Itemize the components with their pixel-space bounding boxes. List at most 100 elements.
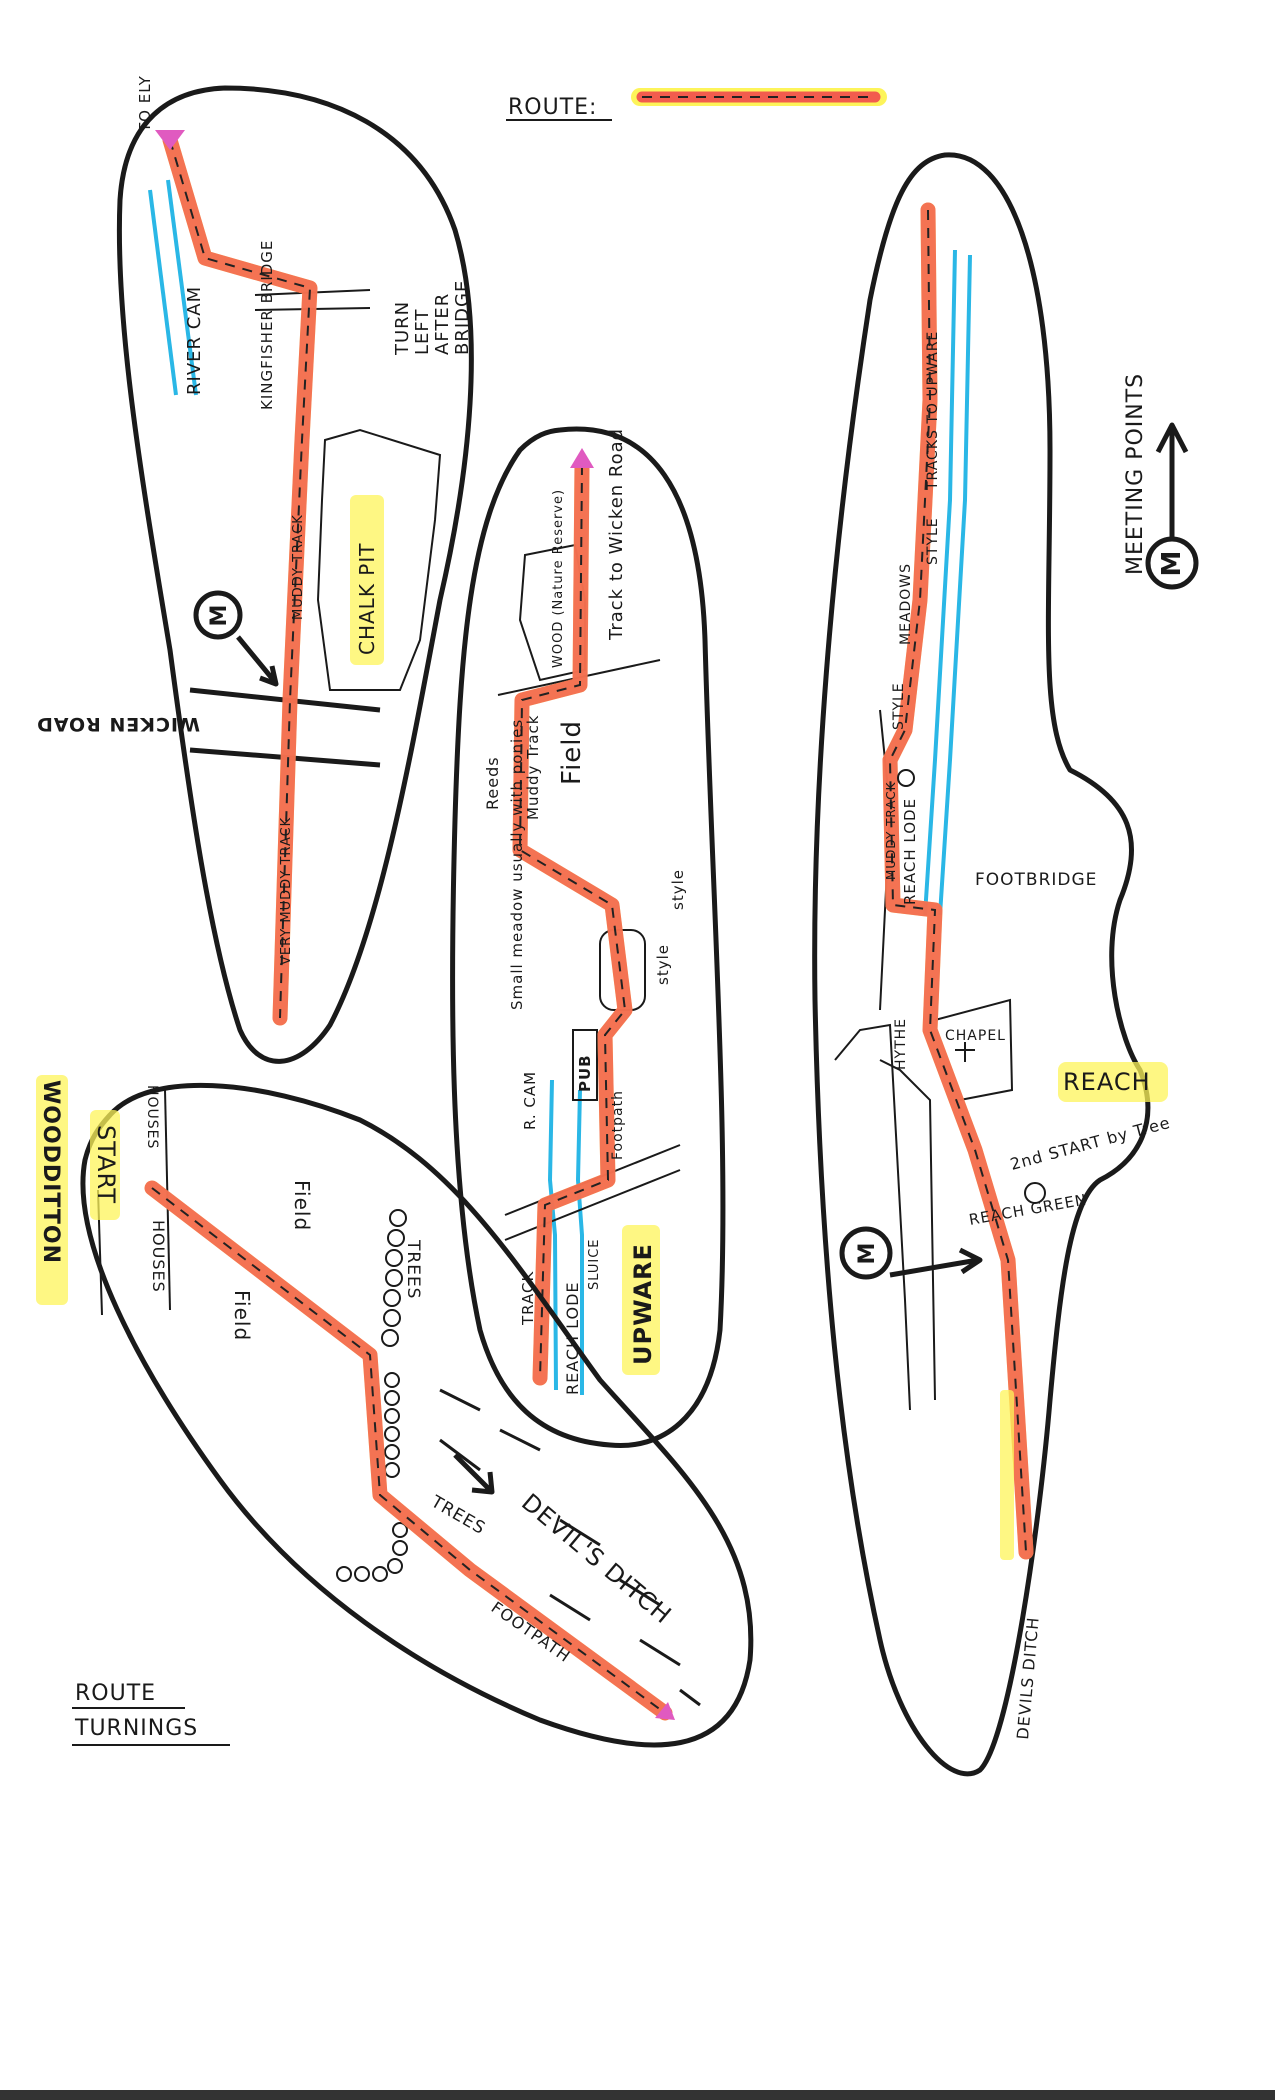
wicken-turn-line-3: AFTER (432, 293, 453, 355)
wooditton-title-highlight (36, 1075, 68, 1305)
wooditton-trees-bottom (336, 1522, 408, 1582)
wooditton-field-1: Field (290, 1180, 314, 1231)
wicken-route-end-icon (155, 130, 185, 150)
wicken-river-cam (166, 179, 198, 396)
reach-flower-icon (897, 769, 915, 787)
scan-bottom-edge (0, 2090, 1275, 2100)
reach-second-start: 2nd START by Tree (1008, 1113, 1172, 1174)
reach-muddy-track: MUDDY TRACK (884, 781, 898, 880)
wicken-turn-line-1: TURN (392, 301, 413, 356)
wicken-route-dash (169, 139, 312, 1019)
wooditton-route-end-icon (655, 1702, 675, 1720)
chalk-pit-outline (316, 428, 442, 691)
meeting-points-label: MEETING POINTS (1123, 373, 1148, 575)
wicken-very-muddy-track: VERY MUDDY TRACK (279, 817, 294, 965)
wooditton-start: START (92, 1125, 120, 1204)
upware-wood-label: WOOD (Nature Reserve) (551, 489, 566, 668)
reach-route-dash (888, 209, 1027, 1553)
reach-style-2: STYLE (891, 682, 907, 730)
reach-chapel: CHAPEL (945, 1028, 1006, 1044)
wooditton-houses-bottom: HOUSES (149, 1220, 168, 1293)
upware-sluice-label: SLUICE (587, 1239, 602, 1291)
reach-ditch-highlight (1000, 1390, 1014, 1560)
upware-reeds-label: Reeds (483, 756, 502, 810)
footer-title: ROUTE TURNINGS (72, 1681, 230, 1746)
wicken-turn-line-4: BRIDGE (452, 280, 473, 355)
section-reach: M TRACKS TO UPWARE STYLE MEADOWS STYLE M… (812, 152, 1172, 1777)
wicken-river-label: RIVER CAM (184, 286, 205, 395)
upware-track-to-road: Track to Wicken Road (606, 428, 627, 641)
wooditton-title: WOODDITTON (38, 1080, 63, 1264)
legend: ROUTE: (506, 88, 887, 121)
meeting-arrow-head-icon (1155, 422, 1189, 454)
wicken-meeting-arrow-icon (236, 635, 279, 687)
wooditton-trees-middle (384, 1372, 400, 1478)
footer-title-line-1: ROUTE (75, 1681, 156, 1706)
reach-lode-water (923, 249, 957, 916)
reach-meadows: MEADOWS (898, 563, 914, 645)
section-wooditton: WOODDITTON START HOUSES HOUSES Field Fie… (36, 1075, 754, 1748)
meeting-points-key: MEETING POINTS M (1123, 373, 1199, 590)
wicken-chalk-pit-label: CHALK PIT (355, 543, 379, 655)
section-upware: Track to Wicken Road WOOD (Nature Reserv… (450, 426, 726, 1449)
reach-road-1 (834, 1023, 911, 1411)
wooditton-field-2: Field (230, 1290, 254, 1341)
upware-outline (450, 426, 726, 1449)
reach-style-1: STYLE (925, 517, 941, 565)
reach-title: REACH (1063, 1068, 1151, 1096)
wicken-road-label: WICKEN ROAD (36, 713, 200, 735)
reach-tree-icon (1024, 1182, 1046, 1204)
wooditton-start-highlight (90, 1110, 120, 1220)
wooditton-houses-top: HOUSES (144, 1085, 160, 1149)
section-wicken: M TO ELY RIVER CAM KINGFISHER BRIDGE TUR… (36, 75, 474, 1064)
upware-title-highlight (622, 1225, 660, 1375)
reach-meeting-arrow-icon (889, 1247, 983, 1278)
wicken-outline (116, 85, 474, 1064)
upware-route-end-icon (570, 448, 594, 468)
wicken-muddy-track: MUDDY TRACK (291, 514, 306, 620)
reach-lode-label: REACH LODE (901, 798, 919, 905)
wooditton-ditch-arrow-icon (453, 1453, 495, 1495)
wooditton-trees-top (381, 1209, 407, 1347)
reach-outline (812, 152, 1151, 1777)
reach-hythe: HYTHE (893, 1018, 909, 1070)
wicken-bridge-label: KINGFISHER BRIDGE (258, 240, 276, 410)
reach-title-highlight (1058, 1062, 1168, 1102)
reach-tracks-to-upware: TRACKS TO UPWARE (925, 331, 941, 491)
reach-lode-water-2 (938, 254, 972, 916)
upware-river-label: R. CAM (521, 1071, 539, 1130)
upware-pub-label: PUB (576, 1054, 594, 1092)
wooditton-trees-1: TREES (403, 1239, 423, 1299)
footer-title-line-2: TURNINGS (74, 1716, 198, 1741)
reach-meeting-letter: M (855, 1242, 880, 1265)
meeting-point-letter: M (1157, 550, 1187, 577)
reach-chapel-cross-icon (955, 1042, 975, 1062)
wicken-to-ely: TO ELY (136, 75, 154, 133)
reach-chapel-box (934, 998, 1014, 1101)
upware-pub-box (572, 1029, 598, 1101)
wooditton-devils-ditch: DEVIL'S DITCH (516, 1488, 677, 1629)
legend-route-label: ROUTE: (508, 95, 597, 120)
chalk-pit-highlight (350, 495, 384, 665)
wooditton-ditch-lines (439, 1388, 701, 1707)
upware-title: UPWARE (629, 1243, 657, 1365)
upware-reach-lode (575, 1089, 584, 1395)
reach-meeting-point (839, 1226, 893, 1280)
upware-meadow-label: Small meadow usually with ponies (508, 719, 526, 1010)
upware-route-dash (518, 464, 627, 1379)
wooditton-route-dash (151, 1187, 666, 1714)
reach-footbridge: FOOTBRIDGE (975, 870, 1097, 890)
upware-footpath-label: Footpath (610, 1090, 626, 1160)
upware-style-1: style (669, 869, 687, 910)
upware-muddy-track: Muddy Track (524, 715, 542, 820)
upware-road-2 (504, 1169, 681, 1241)
upware-style-2: style (654, 944, 672, 985)
wicken-meeting-point (193, 590, 243, 640)
upware-field-label: Field (557, 720, 587, 785)
wicken-turn-line-2: LEFT (412, 309, 433, 355)
wicken-river-cam-2 (148, 189, 178, 396)
wooditton-outline (80, 1082, 754, 1748)
reach-road-2 (879, 1059, 936, 1401)
wicken-meeting-letter: M (207, 604, 232, 627)
